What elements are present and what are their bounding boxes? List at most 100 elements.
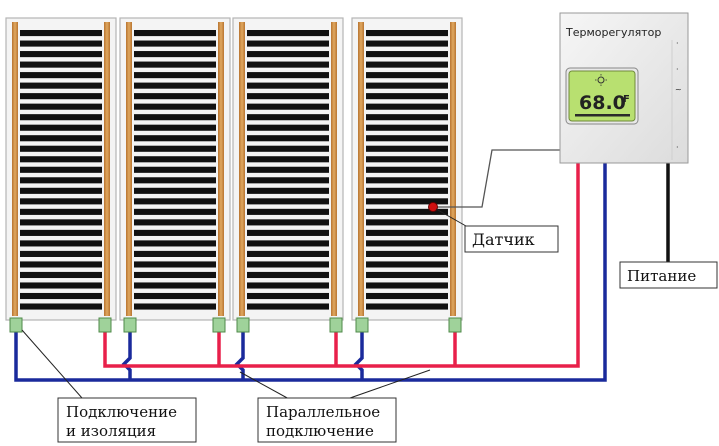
carbon-stripe xyxy=(247,177,329,184)
carbon-stripe xyxy=(20,250,102,257)
carbon-stripe xyxy=(366,103,448,110)
carbon-stripe xyxy=(134,135,216,142)
connection-callout-line xyxy=(21,329,83,399)
carbon-stripe xyxy=(20,93,102,100)
sensor-wire xyxy=(434,149,562,208)
carbon-stripe xyxy=(366,303,448,310)
carbon-stripe xyxy=(134,292,216,300)
carbon-stripe xyxy=(134,208,216,215)
label-power: Питание xyxy=(619,261,718,289)
heating-panel xyxy=(5,17,117,321)
thermostat-lcd xyxy=(568,70,636,122)
carbon-stripe xyxy=(20,114,102,121)
carbon-stripe xyxy=(247,240,329,247)
carbon-stripe xyxy=(134,82,216,89)
carbon-stripe xyxy=(20,103,102,110)
carbon-stripe xyxy=(247,303,329,310)
carbon-stripe xyxy=(20,219,102,226)
carbon-stripe xyxy=(247,282,329,289)
carbon-stripe xyxy=(247,51,329,58)
carbon-stripe xyxy=(20,240,102,247)
carbon-stripe xyxy=(247,61,329,68)
carbon-stripe xyxy=(134,145,216,152)
carbon-stripe xyxy=(366,219,448,226)
carbon-stripe xyxy=(247,166,329,173)
carbon-stripe xyxy=(20,292,102,300)
carbon-stripe xyxy=(134,72,216,79)
carbon-stripe xyxy=(366,145,448,152)
carbon-stripe xyxy=(366,271,448,279)
carbon-stripe xyxy=(134,198,216,205)
carbon-stripe xyxy=(134,61,216,68)
label-sensor: Датчик xyxy=(464,225,559,253)
carbon-stripe xyxy=(134,229,216,236)
carbon-stripe xyxy=(20,40,102,47)
neutral-drop-2 xyxy=(121,330,132,380)
live-wire-main xyxy=(103,162,580,368)
carbon-stripe xyxy=(366,51,448,58)
label-parallel-line1: Параллельное xyxy=(266,403,380,421)
carbon-stripe xyxy=(247,114,329,121)
carbon-stripe xyxy=(247,219,329,226)
carbon-stripe xyxy=(20,271,102,279)
carbon-stripe xyxy=(134,282,216,289)
carbon-stripe xyxy=(20,303,102,310)
thermostat-side-mark: · xyxy=(676,65,679,74)
neutral-drop-4 xyxy=(353,330,364,380)
carbon-stripe xyxy=(134,166,216,173)
carbon-stripe xyxy=(20,282,102,289)
carbon-stripe xyxy=(247,40,329,47)
label-sensor-text: Датчик xyxy=(472,230,535,249)
label-connection-line2: и изоляция xyxy=(66,422,156,440)
label-parallel-box xyxy=(257,397,397,443)
thermostat: Терморегулятор 68.0 F · · ~ · xyxy=(559,12,689,164)
carbon-stripe xyxy=(247,103,329,110)
carbon-stripe xyxy=(247,271,329,279)
terminal xyxy=(236,317,250,333)
heating-panel xyxy=(119,17,231,321)
carbon-stripe xyxy=(366,261,448,268)
carbon-stripe xyxy=(134,177,216,184)
carbon-stripe xyxy=(20,145,102,152)
carbon-stripe xyxy=(366,292,448,300)
terminal xyxy=(9,317,23,333)
label-power-text: Питание xyxy=(627,267,696,285)
label-power-box xyxy=(619,261,718,289)
label-parallel: Параллельное подключение xyxy=(257,397,397,443)
carbon-stripe xyxy=(134,40,216,47)
carbon-stripe xyxy=(247,198,329,205)
carbon-stripe xyxy=(366,114,448,121)
carbon-stripe xyxy=(247,156,329,163)
carbon-stripe xyxy=(134,187,216,194)
carbon-stripe xyxy=(20,177,102,184)
carbon-stripe xyxy=(366,229,448,236)
carbon-stripe xyxy=(366,72,448,79)
carbon-stripe xyxy=(134,114,216,121)
sun-icon xyxy=(597,76,605,84)
neutral-wire-main xyxy=(14,162,607,382)
carbon-stripe xyxy=(134,103,216,110)
thermostat-side-mark: · xyxy=(676,39,679,48)
terminal xyxy=(123,317,137,333)
wiring xyxy=(14,149,670,382)
carbon-stripe xyxy=(366,135,448,142)
terminal xyxy=(329,317,343,333)
carbon-stripe xyxy=(247,250,329,257)
terminal xyxy=(448,317,462,333)
carbon-stripe xyxy=(20,82,102,89)
carbon-stripe xyxy=(20,51,102,58)
copper-busbar xyxy=(12,22,18,316)
carbon-stripe xyxy=(20,229,102,236)
carbon-stripe xyxy=(20,208,102,215)
carbon-stripe xyxy=(20,72,102,79)
carbon-stripe xyxy=(366,124,448,131)
label-connection: Подключение и изоляция xyxy=(57,397,197,443)
carbon-stripe xyxy=(20,135,102,142)
copper-busbar xyxy=(126,22,132,316)
thermostat-title: Терморегулятор xyxy=(565,26,661,39)
carbon-stripe xyxy=(247,135,329,142)
temperature-sensor xyxy=(428,202,438,212)
carbon-stripe xyxy=(247,145,329,152)
heating-panel xyxy=(351,17,463,321)
